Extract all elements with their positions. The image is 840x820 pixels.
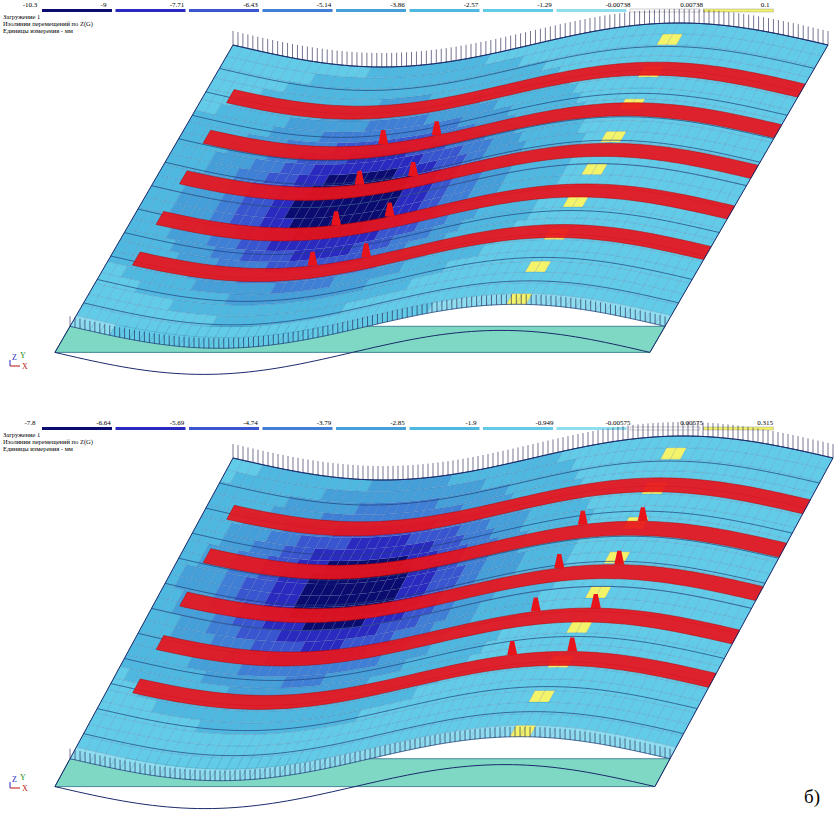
scale-bar [483,427,553,430]
scale-value: -0.00575 [605,420,630,427]
scale-bar [116,9,186,12]
scale-value: -7.8 [24,420,35,427]
scale-value: -6.43 [243,2,258,9]
scale-bar [42,427,112,430]
scale-value: -1.29 [537,2,552,9]
header-text: Загружение 1 [3,14,40,21]
header-text: Загружение 1 [3,432,40,439]
scale-bar [263,427,333,430]
scale-bar [483,9,553,12]
scale-bar [410,427,480,430]
scale-bar [42,9,112,12]
scale-value: 0.1 [761,2,770,9]
axis-label: Y [20,352,26,360]
scale-value: -3.79 [317,420,332,427]
scale-bar [189,427,259,430]
scale-value: -2.85 [390,420,405,427]
header-text: Единицы измерения - мм [3,28,73,35]
scale-bar [557,9,627,12]
scale-bar [336,427,406,430]
scale-bar [557,427,627,430]
axis-label: Y [20,774,26,782]
axis-label: X [22,363,28,371]
scale-value: -9 [101,2,107,9]
scale-value: -6.64 [96,420,111,427]
scale-bar [630,9,700,12]
scale-bar [189,9,259,12]
scale-value: -4.74 [243,420,258,427]
scale-value: -10.3 [23,2,38,9]
axis-line [10,366,20,367]
scale-value: -0.949 [535,420,553,427]
axis-line [10,782,11,788]
axis-label: Z [12,776,17,784]
scale-value: -5.14 [317,2,332,9]
scale-bar [263,9,333,12]
axis-line [10,788,20,789]
building-model [55,422,833,809]
header-text: Единицы измерения - мм [3,446,73,453]
header-text: Изолинии перемещений по Z(G) [3,21,93,28]
scale-value: -5.69 [170,420,185,427]
scale-value: -3.86 [390,2,405,9]
axis-label: Z [12,354,17,362]
axis-line [10,360,11,366]
scale-bar [336,9,406,12]
scale-bar [116,427,186,430]
scale-value: -1.9 [465,420,476,427]
scale-value: -7.71 [170,2,185,9]
scale-bar [630,427,700,430]
scale-value: 0.00738 [680,2,703,9]
scale-bar [410,9,480,12]
building-model [55,9,828,374]
figure-letter: б) [804,787,820,806]
header-text: Изолинии перемещений по Z(G) [3,439,93,446]
scale-value: 0.315 [757,420,773,427]
axis-label: X [22,785,28,793]
scale-value: -2.57 [464,2,479,9]
scale-value: -0.00738 [605,2,630,9]
scale-value: 0.00575 [680,420,703,427]
